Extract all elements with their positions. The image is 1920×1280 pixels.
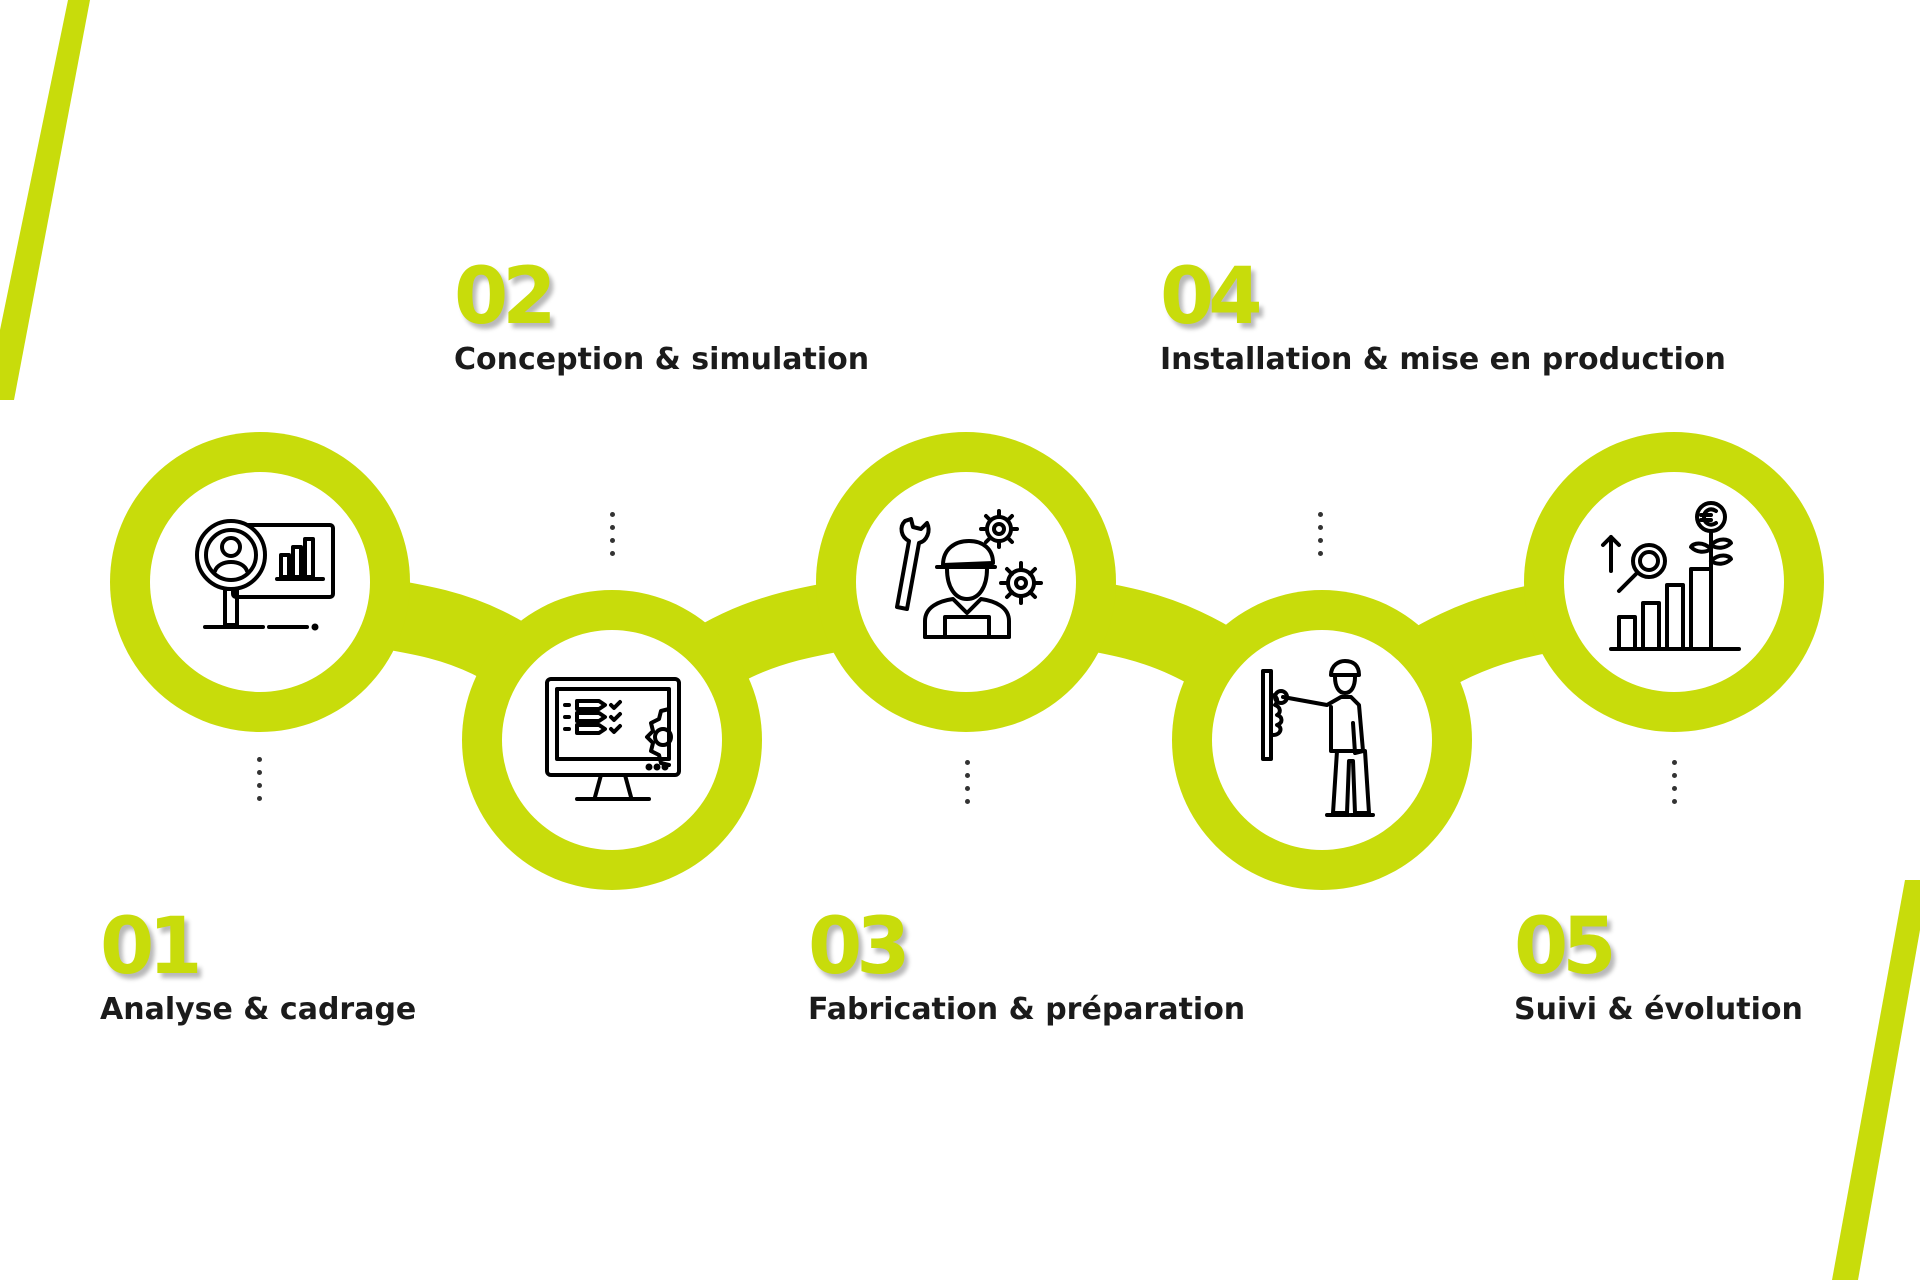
step-label: Fabrication & préparation (808, 992, 1246, 1027)
step-label: Conception & simulation (454, 342, 870, 377)
step-number: 01 (100, 902, 203, 992)
right-stripe (1832, 880, 1920, 1280)
step-disc-02 (502, 630, 722, 850)
step-01: 01 Analyse & cadrage (100, 908, 416, 1027)
step-disc-04 (1212, 630, 1432, 850)
step-label: Suivi & évolution (1514, 992, 1803, 1027)
left-stripe (0, 0, 90, 400)
dotted-connector-02 (610, 512, 618, 564)
step-05: 05 Suivi & évolution (1514, 908, 1803, 1027)
step-number: 05 (1514, 902, 1617, 992)
dotted-connector-01 (257, 757, 265, 809)
analysis-magnifier-chart-icon (165, 487, 355, 677)
dotted-connector-05 (1672, 760, 1680, 812)
growth-chart-euro-plant-icon (1579, 487, 1769, 677)
monitor-gear-icon (517, 645, 707, 835)
step-label: Installation & mise en production (1160, 342, 1726, 377)
step-label: Analyse & cadrage (100, 992, 417, 1027)
technician-installing-icon (1227, 645, 1417, 835)
step-number: 04 (1160, 252, 1263, 342)
step-number: 03 (808, 902, 911, 992)
step-02: 02 Conception & simulation (454, 258, 869, 377)
worker-wrench-gears-icon (871, 487, 1061, 677)
step-03: 03 Fabrication & préparation (808, 908, 1245, 1027)
step-number: 02 (454, 252, 557, 342)
step-04: 04 Installation & mise en production (1160, 258, 1726, 377)
dotted-connector-03 (965, 760, 973, 812)
dotted-connector-04 (1318, 512, 1326, 564)
